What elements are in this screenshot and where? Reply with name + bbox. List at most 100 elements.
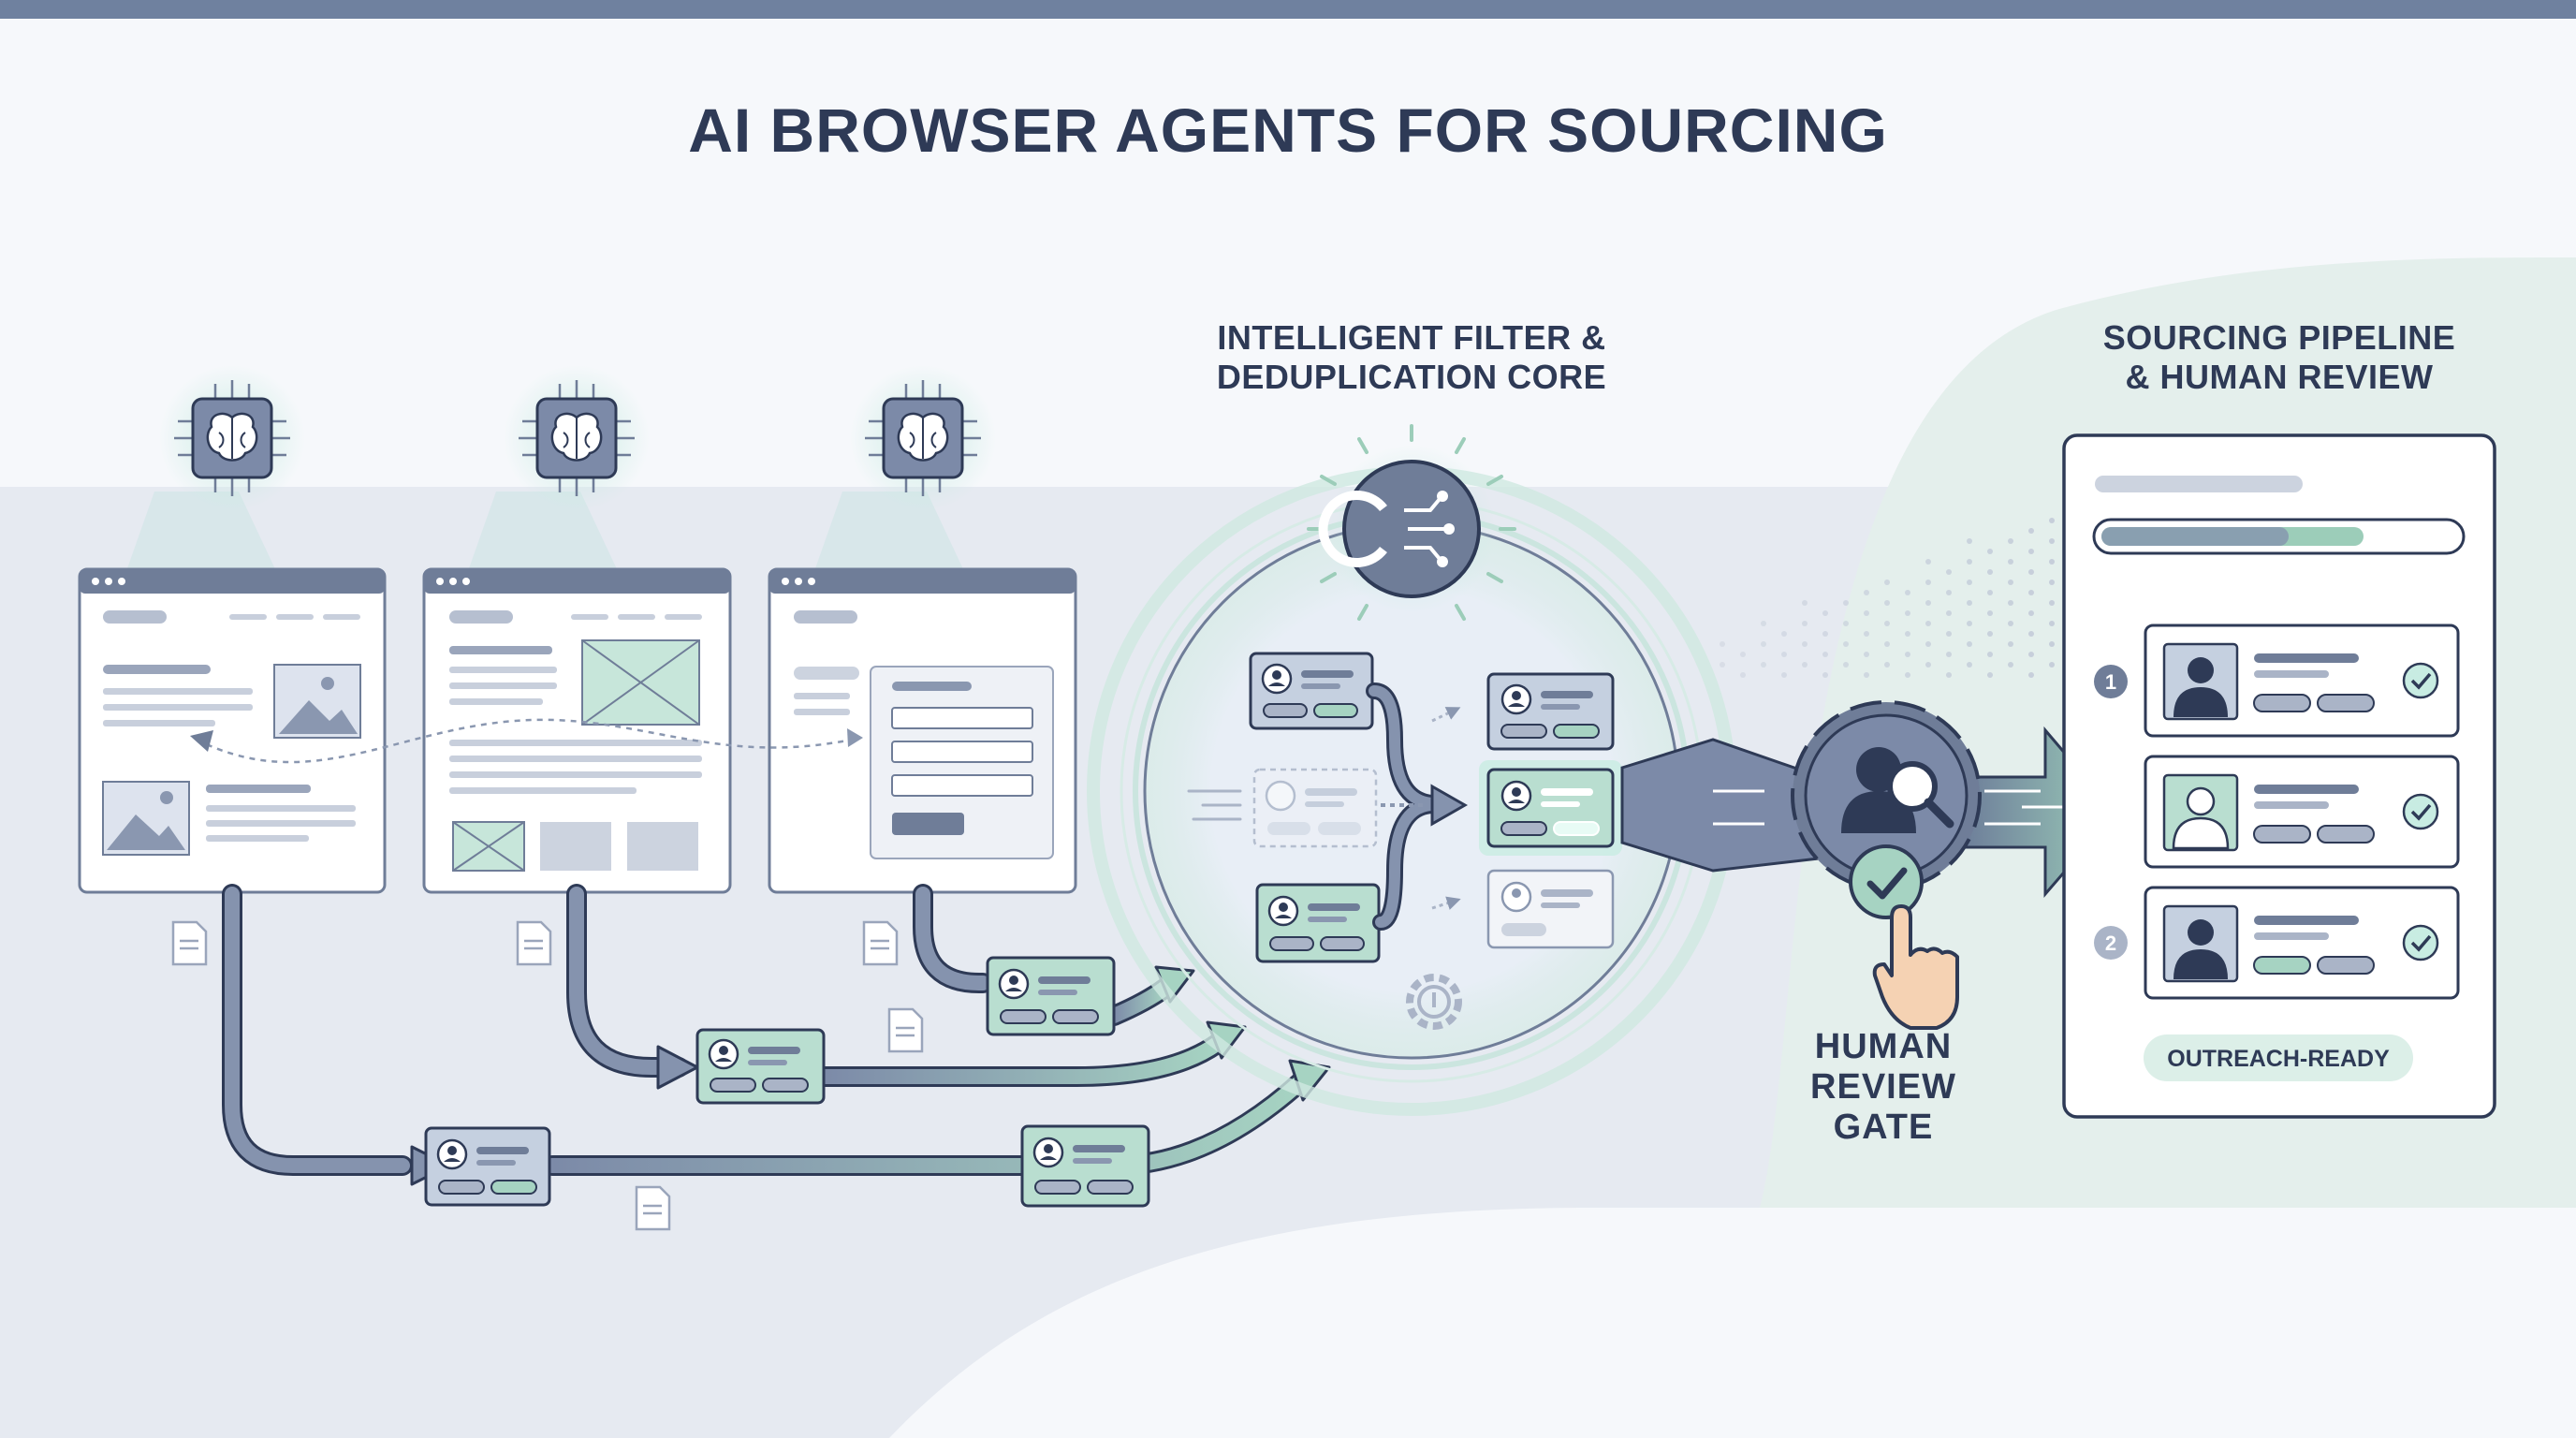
pattern-dot bbox=[1946, 610, 1952, 616]
row-number-badge bbox=[2094, 926, 2128, 960]
speed-lines bbox=[1187, 789, 1242, 821]
document-icon bbox=[887, 1007, 924, 1053]
pattern-dot bbox=[1884, 641, 1890, 647]
browser-window-2 bbox=[422, 492, 732, 894]
pattern-dot bbox=[1802, 641, 1808, 647]
candidate-card bbox=[695, 1028, 826, 1105]
top-bar bbox=[0, 0, 2576, 19]
pattern-dot bbox=[1905, 590, 1910, 595]
pattern-dot bbox=[1987, 549, 1993, 554]
brain-chip-icon bbox=[850, 365, 996, 511]
agent-beam-2 bbox=[468, 492, 618, 571]
pattern-dot bbox=[1987, 672, 1993, 678]
pattern-dot bbox=[2049, 538, 2055, 544]
status-pill: OUTREACH-READY bbox=[2144, 1034, 2413, 1081]
pattern-dot bbox=[1802, 662, 1808, 668]
pattern-dot bbox=[2008, 641, 2013, 647]
gate-label-line1: HUMAN bbox=[1815, 1027, 1952, 1066]
candidate-card bbox=[424, 1126, 551, 1207]
pattern-dot bbox=[1946, 672, 1952, 678]
pattern-dot bbox=[1884, 621, 1890, 626]
pipeline-row-1: 1 bbox=[2094, 624, 2460, 738]
pattern-dot bbox=[1822, 631, 1828, 637]
candidate-card bbox=[986, 956, 1116, 1036]
human-review-gate bbox=[1791, 700, 1982, 1030]
magnifier-person-icon bbox=[1841, 747, 1954, 833]
gear-circuit-icon bbox=[1307, 424, 1516, 621]
pattern-dot bbox=[1946, 569, 1952, 575]
pattern-dot bbox=[1864, 610, 1869, 616]
pattern-dot bbox=[2028, 528, 2034, 534]
agent-beam-3 bbox=[814, 492, 964, 571]
pattern-dot bbox=[2028, 672, 2034, 678]
core-output-card bbox=[1486, 672, 1615, 751]
pattern-dot bbox=[1864, 631, 1869, 637]
pattern-dot bbox=[1822, 672, 1828, 678]
browser-window-1 bbox=[78, 492, 387, 894]
small-gear-icon bbox=[1406, 974, 1462, 1030]
checkmark-icon bbox=[2402, 793, 2439, 830]
pattern-dot bbox=[1967, 600, 1972, 606]
pattern-dot bbox=[2028, 549, 2034, 554]
pattern-dot bbox=[2008, 538, 2013, 544]
pattern-dot bbox=[1967, 662, 1972, 668]
pattern-dot bbox=[2049, 600, 2055, 606]
document-icons bbox=[171, 920, 924, 1231]
pattern-dot bbox=[1925, 641, 1931, 647]
pattern-dot bbox=[1967, 621, 1972, 626]
pattern-dot bbox=[1884, 662, 1890, 668]
pattern-dot bbox=[1781, 652, 1787, 657]
pattern-dot bbox=[1925, 662, 1931, 668]
row-number-2: 2 bbox=[2105, 932, 2116, 955]
pattern-dot bbox=[1761, 662, 1766, 668]
pipeline-row-2 bbox=[2144, 755, 2460, 869]
pattern-dot bbox=[1905, 631, 1910, 637]
pattern-dot bbox=[1925, 600, 1931, 606]
pattern-dot bbox=[1761, 641, 1766, 647]
pattern-dot bbox=[2049, 518, 2055, 523]
candidate-card bbox=[1020, 1124, 1150, 1208]
pattern-dot bbox=[2049, 641, 2055, 647]
row-number-badge bbox=[2094, 665, 2128, 698]
core-output-card-faded bbox=[1486, 869, 1615, 949]
pattern-dot bbox=[1987, 610, 1993, 616]
pipeline-heading-line1: SOURCING PIPELINE bbox=[2103, 318, 2456, 357]
pattern-dot bbox=[2028, 610, 2034, 616]
document-icon bbox=[171, 920, 208, 966]
pattern-dot bbox=[2008, 662, 2013, 668]
browser-windows bbox=[78, 492, 1077, 894]
row-number-1: 1 bbox=[2105, 670, 2116, 694]
pipeline-row-3: 2 bbox=[2094, 886, 2460, 1000]
document-icon bbox=[862, 920, 899, 966]
pattern-dot bbox=[1864, 590, 1869, 595]
core-card-ghost bbox=[1252, 768, 1378, 848]
hand-pointer-icon bbox=[1872, 904, 1959, 1030]
pattern-dot bbox=[1946, 590, 1952, 595]
brain-chip-icon bbox=[504, 365, 650, 511]
pattern-dot bbox=[2028, 631, 2034, 637]
dashed-trace bbox=[196, 718, 853, 764]
pattern-dot bbox=[1740, 652, 1746, 657]
pattern-dot bbox=[2008, 621, 2013, 626]
pattern-dot bbox=[1740, 672, 1746, 678]
pattern-dot bbox=[2049, 662, 2055, 668]
pattern-dot bbox=[1987, 631, 1993, 637]
pattern-dot bbox=[2028, 590, 2034, 595]
pattern-dot bbox=[1925, 580, 1931, 585]
gate-label-line2: REVIEW bbox=[1810, 1067, 1956, 1107]
gate-label-line3: GATE bbox=[1834, 1108, 1934, 1147]
pipeline-panel: 1 2 OUTREACH-READ bbox=[2062, 433, 2496, 1119]
pattern-dot bbox=[1843, 621, 1849, 626]
pattern-dot bbox=[1843, 662, 1849, 668]
core-output-card-highlight bbox=[1479, 760, 1622, 856]
pattern-dot bbox=[1946, 631, 1952, 637]
brain-chip-icons bbox=[159, 365, 996, 511]
pattern-dot bbox=[1987, 652, 1993, 657]
trace-arrowhead-right bbox=[847, 728, 863, 747]
flow-cards bbox=[424, 956, 1150, 1208]
pattern-dot bbox=[2028, 652, 2034, 657]
merge-arrowhead bbox=[1430, 784, 1469, 827]
pattern-dot bbox=[1822, 610, 1828, 616]
pattern-dot bbox=[2049, 580, 2055, 585]
pattern-dot bbox=[1802, 621, 1808, 626]
